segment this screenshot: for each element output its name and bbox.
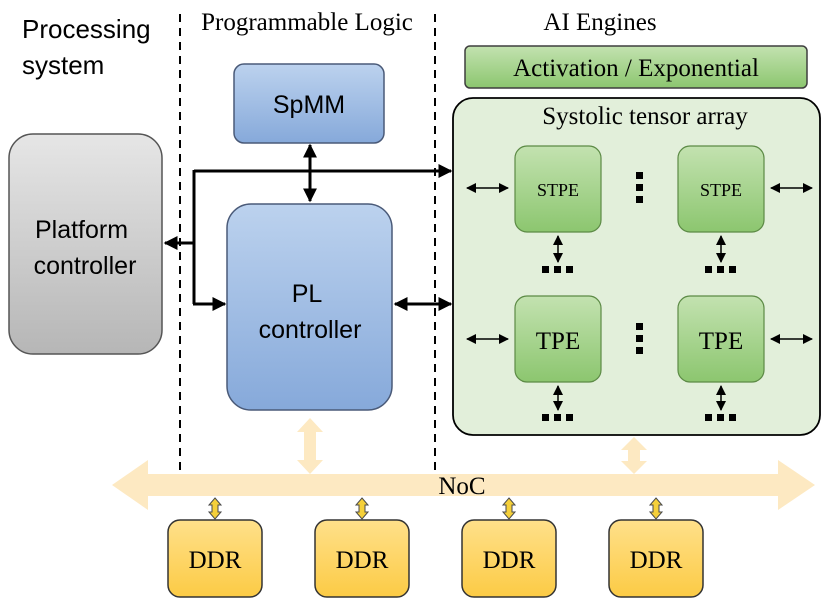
pl-noc-connector — [297, 418, 323, 474]
ddr-block-1 — [167, 519, 263, 598]
ddr-label-4: DDR — [630, 547, 683, 574]
pl-controller-line-1: PL — [292, 280, 323, 308]
processing-system-label: Processing system — [22, 14, 158, 80]
stpe-label-left: STPE — [537, 180, 579, 200]
spmm-block — [233, 63, 385, 144]
stpe-middle-ellipsis — [636, 172, 643, 203]
tpe-label-left: TPE — [536, 328, 580, 355]
platform-controller-line-2: controller — [34, 252, 137, 280]
systolic-tensor-array-label: Systolic tensor array — [542, 103, 748, 130]
platform-controller-block — [8, 133, 163, 355]
tpe-left-ellipsis — [542, 414, 573, 421]
pl-controller-line-2: controller — [259, 316, 362, 344]
tpe-middle-ellipsis — [636, 323, 643, 354]
ddr-1-noc-arrow — [207, 497, 223, 520]
pl-controller-label: PL controller — [259, 280, 362, 344]
ddr-label-1: DDR — [189, 547, 242, 574]
tpe-block-left — [514, 295, 602, 383]
ddr-block-2 — [314, 519, 410, 598]
stpe-block-left — [514, 145, 602, 233]
ddr-block-4 — [608, 519, 704, 598]
noc-bus — [112, 460, 815, 510]
stpe-block-right — [677, 145, 765, 233]
stpe-left-ellipsis — [542, 266, 573, 273]
ddr-label-3: DDR — [483, 547, 536, 574]
ddr-block-3 — [461, 519, 557, 598]
ddr-4-noc-arrow — [648, 497, 664, 520]
tpe-block-right — [677, 295, 765, 383]
systolic-tensor-array — [452, 97, 821, 436]
programmable-logic-label: Programmable Logic — [201, 9, 413, 36]
activation-exponential-label: Activation / Exponential — [513, 55, 759, 82]
ddr-label-2: DDR — [336, 547, 389, 574]
platform-controller-label: Platform controller — [34, 216, 137, 280]
array-noc-connector — [621, 437, 647, 474]
processing-system-line-1: Processing — [22, 14, 151, 44]
tpe-right-ellipsis — [705, 414, 736, 421]
ddr-3-noc-arrow — [501, 497, 517, 520]
processing-system-line-2: system — [22, 50, 104, 80]
spmm-label: SpMM — [273, 91, 345, 119]
pl-controller-block — [226, 203, 393, 411]
stpe-label-right: STPE — [700, 180, 742, 200]
tpe-label-right: TPE — [699, 328, 743, 355]
ddr-2-noc-arrow — [354, 497, 370, 520]
platform-controller-line-1: Platform — [35, 216, 128, 244]
activation-exponential-block — [464, 45, 808, 89]
ai-engines-label: AI Engines — [543, 9, 656, 36]
stpe-right-ellipsis — [705, 266, 736, 273]
noc-label: NoC — [438, 473, 485, 500]
